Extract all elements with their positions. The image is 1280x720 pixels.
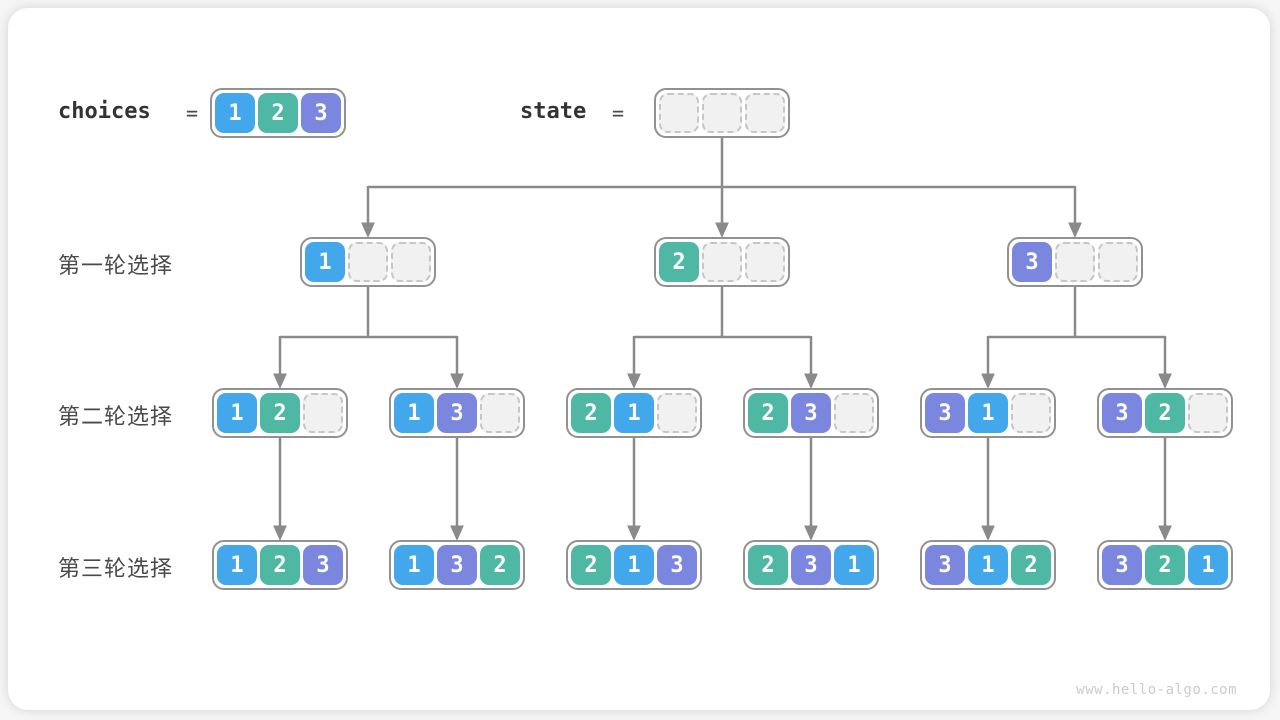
choice-cell-2: 2 (571, 393, 611, 433)
choice-cell-3: 3 (657, 545, 697, 585)
choices-label: choices (58, 99, 151, 124)
choice-cell-2: 2 (1011, 545, 1051, 585)
choice-cell-1: 1 (305, 242, 345, 282)
empty-slot (657, 393, 697, 433)
watermark: www.hello-algo.com (1076, 682, 1237, 698)
empty-slot (391, 242, 431, 282)
choice-cell-2: 2 (260, 545, 300, 585)
choice-cell-3: 3 (1012, 242, 1052, 282)
choice-cell-1: 1 (1188, 545, 1228, 585)
choice-cell-2: 2 (258, 93, 298, 133)
choice-cell-3: 3 (925, 393, 965, 433)
choice-cell-3: 3 (791, 393, 831, 433)
empty-slot (303, 393, 343, 433)
empty-slot (702, 93, 742, 133)
empty-slot (745, 242, 785, 282)
empty-slot (1011, 393, 1051, 433)
choice-cell-3: 3 (301, 93, 341, 133)
choice-cell-3: 3 (1102, 393, 1142, 433)
state-node: 1 (300, 237, 436, 287)
empty-slot (659, 93, 699, 133)
choice-cell-2: 2 (748, 545, 788, 585)
empty-slot (1188, 393, 1228, 433)
empty-slot (480, 393, 520, 433)
choices-equals-sign: = (186, 101, 199, 125)
choice-cell-2: 2 (1145, 393, 1185, 433)
choice-cell-1: 1 (968, 545, 1008, 585)
round-1-label: 第一轮选择 (58, 254, 174, 279)
state-label: state (520, 99, 587, 124)
choice-cell-2: 2 (748, 393, 788, 433)
round-3-label: 第三轮选择 (58, 557, 174, 582)
choice-cell-3: 3 (437, 393, 477, 433)
state-box (654, 88, 790, 138)
empty-slot (745, 93, 785, 133)
choice-cell-3: 3 (303, 545, 343, 585)
choice-cell-3: 3 (1102, 545, 1142, 585)
choice-cell-2: 2 (260, 393, 300, 433)
empty-slot (1098, 242, 1138, 282)
state-node: 3 (1007, 237, 1143, 287)
choice-cell-2: 2 (480, 545, 520, 585)
state-equals-sign: = (612, 101, 625, 125)
state-node: 2 (654, 237, 790, 287)
choice-cell-1: 1 (217, 545, 257, 585)
choice-cell-1: 1 (968, 393, 1008, 433)
choice-cell-3: 3 (925, 545, 965, 585)
empty-slot (348, 242, 388, 282)
choice-cell-1: 1 (215, 93, 255, 133)
choice-cell-1: 1 (217, 393, 257, 433)
choice-cell-3: 3 (791, 545, 831, 585)
empty-slot (1055, 242, 1095, 282)
choice-cell-3: 3 (437, 545, 477, 585)
choice-cell-1: 1 (834, 545, 874, 585)
choice-cell-1: 1 (614, 545, 654, 585)
empty-slot (702, 242, 742, 282)
choice-cell-1: 1 (614, 393, 654, 433)
choice-cell-1: 1 (394, 393, 434, 433)
choice-cell-1: 1 (394, 545, 434, 585)
choice-cell-2: 2 (659, 242, 699, 282)
empty-slot (834, 393, 874, 433)
round-2-label: 第二轮选择 (58, 405, 174, 430)
choice-cell-2: 2 (1145, 545, 1185, 585)
choice-cell-2: 2 (571, 545, 611, 585)
